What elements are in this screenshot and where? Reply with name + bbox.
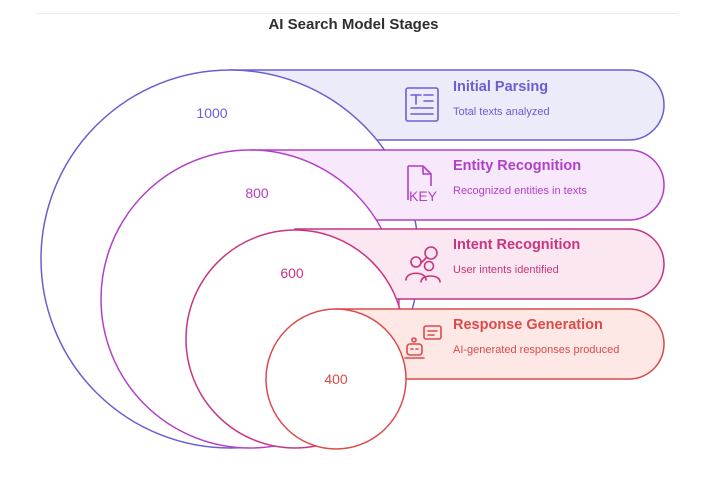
circle-response-generation bbox=[265, 308, 407, 450]
top-divider bbox=[36, 13, 678, 14]
stage-name: Response Generation bbox=[453, 317, 603, 333]
document-icon bbox=[405, 87, 439, 122]
stage-name: Entity Recognition bbox=[453, 158, 582, 174]
diagram-title: AI Search Model Stages bbox=[268, 16, 439, 33]
band-response-generation bbox=[335, 308, 665, 380]
key-file-icon: KEY bbox=[407, 165, 438, 204]
stage-description: Total texts analyzed bbox=[453, 106, 550, 118]
stage-label-response-generation: Response Generation AI-generated respons… bbox=[453, 317, 683, 356]
stage-value-intent-recognition: 600 bbox=[280, 265, 304, 281]
users-search-icon bbox=[405, 246, 441, 283]
stage-description: User intents identified bbox=[453, 264, 559, 276]
stage-name: Initial Parsing bbox=[453, 79, 549, 95]
stage-value-initial-parsing: 1000 bbox=[196, 105, 228, 121]
stage-label-entity-recognition: Entity Recognition Recognized entities i… bbox=[453, 158, 683, 197]
robot-chat-icon bbox=[404, 325, 442, 359]
stage-response-generation bbox=[265, 308, 665, 450]
stage-description: Recognized entities in texts bbox=[453, 185, 587, 197]
stage-name: Intent Recognition bbox=[453, 237, 581, 253]
stage-value-response-generation: 400 bbox=[324, 371, 348, 387]
stage-description: AI-generated responses produced bbox=[453, 344, 620, 356]
stage-label-initial-parsing: Initial Parsing Total texts analyzed bbox=[453, 79, 683, 118]
stage-label-intent-recognition: Intent Recognition User intents identifi… bbox=[453, 237, 683, 276]
svg-text:KEY: KEY bbox=[409, 188, 438, 204]
stage-value-entity-recognition: 800 bbox=[245, 185, 269, 201]
